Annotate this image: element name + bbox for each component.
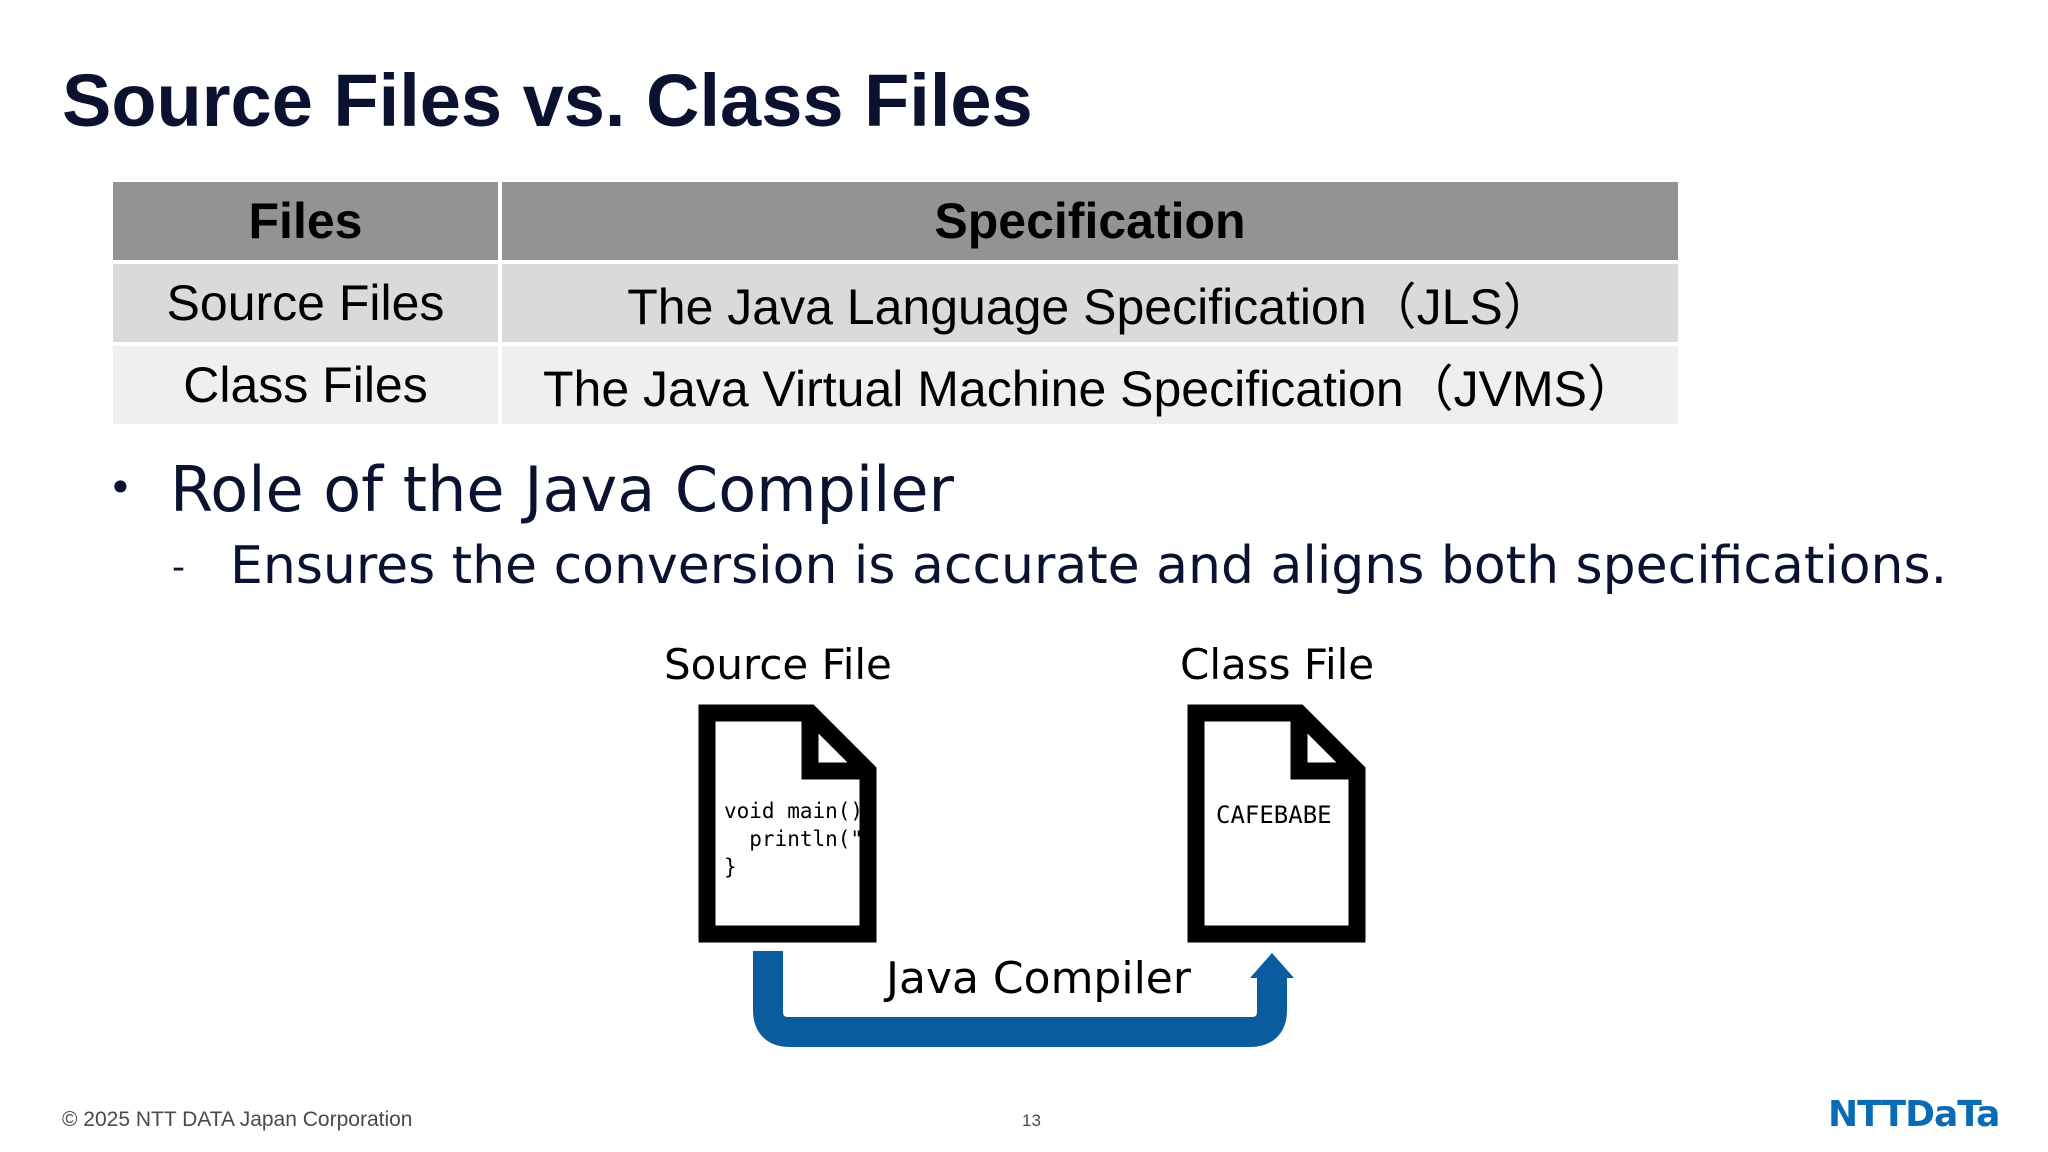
table-header-specification: Specification (502, 182, 1678, 260)
u-turn-arrow-icon (753, 951, 1294, 1047)
table-header-row: Files Specification (113, 182, 1678, 260)
bullet-main-text: Role of the Java Compiler (170, 453, 954, 526)
table-row: Source Files The Java Language Specifica… (113, 264, 1678, 342)
bullet-dash: - (172, 546, 185, 588)
source-file-label: Source File (664, 640, 892, 689)
compiler-label: Java Compiler (886, 953, 1191, 1004)
bullet-sub-text: Ensures the conversion is accurate and a… (230, 536, 1948, 596)
ntt-data-logo: NTTDaTa (1828, 1094, 2000, 1135)
source-code-line: } (724, 855, 737, 879)
spec-table: Files Specification Source Files The Jav… (109, 178, 1682, 428)
class-file-label: Class File (1180, 640, 1375, 689)
table-cell-file: Source Files (113, 264, 498, 342)
source-code-line: void main() (724, 799, 864, 823)
source-code-line: println(" (724, 827, 864, 851)
class-file-content: CAFEBABE (1216, 801, 1332, 829)
page-number: 13 (1022, 1111, 1041, 1130)
slide-title: Source Files vs. Class Files (62, 59, 1033, 142)
bullet-dot: • (108, 463, 133, 513)
bullet-main: • Role of the Java Compiler (108, 453, 954, 526)
class-document-icon (1187, 704, 1366, 943)
table-cell-file: Class Files (113, 346, 498, 424)
table-header-files: Files (113, 182, 498, 260)
footer-copyright: © 2025 NTT DATA Japan Corporation (62, 1108, 413, 1131)
bullet-sub: - Ensures the conversion is accurate and … (172, 536, 1947, 596)
table-cell-spec: The Java Virtual Machine Specification（J… (502, 346, 1678, 424)
table-cell-spec: The Java Language Specification（JLS） (502, 264, 1678, 342)
source-document-icon (698, 704, 877, 943)
table-row: Class Files The Java Virtual Machine Spe… (113, 346, 1678, 424)
